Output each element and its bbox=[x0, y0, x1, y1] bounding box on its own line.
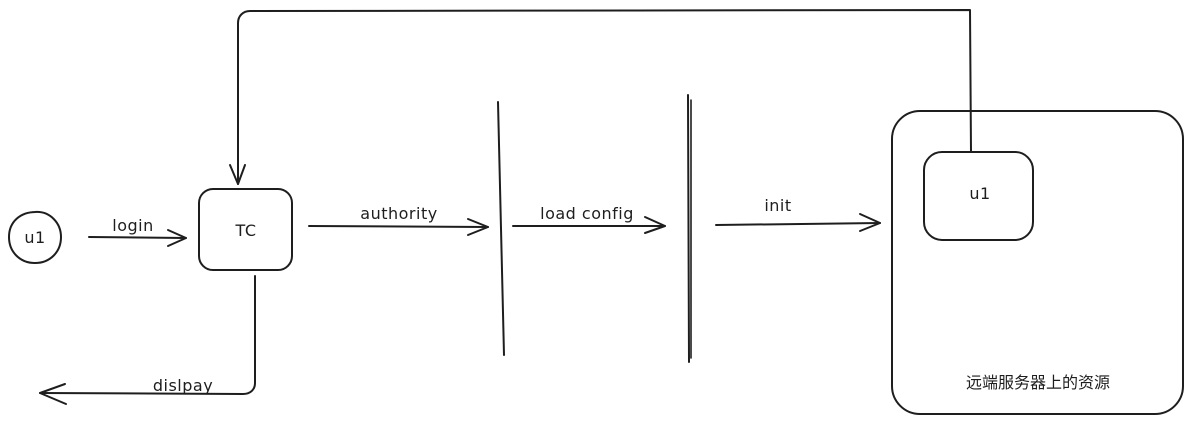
vertical-barrier-1 bbox=[497, 101, 505, 356]
user-circle-shape bbox=[8, 210, 62, 264]
authority-label: authority bbox=[360, 204, 437, 223]
display-arrow-line bbox=[39, 275, 256, 395]
remote-container-shape bbox=[891, 110, 1184, 415]
load-config-arrow-head bbox=[644, 216, 666, 234]
user-node[interactable]: u1 bbox=[8, 210, 62, 264]
display-arrow-head bbox=[39, 383, 67, 405]
remote-u1-node[interactable]: u1 bbox=[923, 151, 1034, 241]
feedback-loop-arrow-head bbox=[229, 164, 246, 185]
remote-u1-box-shape bbox=[923, 151, 1034, 241]
login-arrow-head bbox=[167, 229, 187, 247]
authority-arrow-line bbox=[308, 225, 489, 228]
vertical-barrier-2 bbox=[687, 94, 692, 363]
tc-node[interactable]: TC bbox=[198, 188, 293, 271]
remote-u1-label: u1 bbox=[969, 184, 990, 203]
user-label: u1 bbox=[24, 228, 45, 247]
tc-box-shape bbox=[198, 188, 293, 271]
display-edge[interactable]: dislpay bbox=[39, 275, 256, 405]
init-edge[interactable]: init bbox=[715, 196, 881, 232]
display-label: dislpay bbox=[153, 376, 213, 395]
feedback-loop-edge[interactable] bbox=[229, 9, 972, 185]
login-label: login bbox=[112, 216, 153, 235]
feedback-loop-line bbox=[237, 9, 972, 185]
login-arrow-line bbox=[88, 236, 187, 239]
init-arrow-head bbox=[859, 213, 881, 232]
load-config-edge[interactable]: load config bbox=[512, 204, 666, 234]
authority-arrow-head bbox=[467, 218, 489, 236]
tc-label: TC bbox=[234, 221, 256, 240]
load-config-label: load config bbox=[540, 204, 634, 223]
login-edge[interactable]: login bbox=[88, 216, 187, 247]
init-arrow-line bbox=[715, 222, 881, 226]
authority-edge[interactable]: authority bbox=[308, 204, 489, 236]
init-label: init bbox=[764, 196, 791, 215]
remote-container-label: 远端服务器上的资源 bbox=[966, 373, 1110, 392]
remote-server-container[interactable]: 远端服务器上的资源 bbox=[891, 110, 1184, 415]
